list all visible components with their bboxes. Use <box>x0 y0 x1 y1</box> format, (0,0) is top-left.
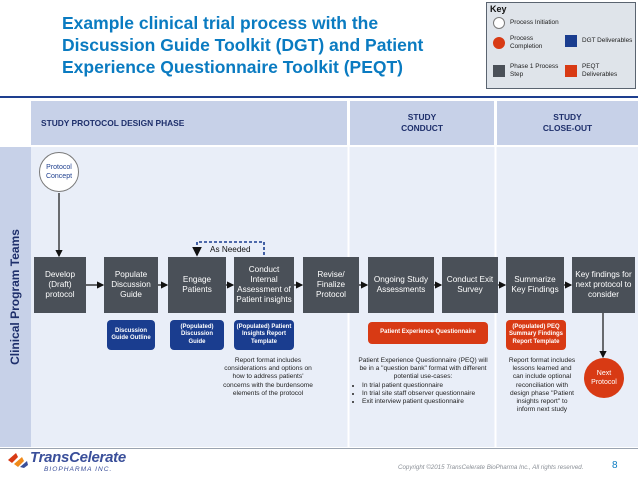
list-item: In trial site staff observer questionnai… <box>362 390 492 398</box>
legend-item-dgt: DGT Deliverables <box>565 35 635 47</box>
logo: TransCelerate BIOPHARMA INC. <box>6 449 136 475</box>
page-title: Example clinical trial process with the … <box>62 13 424 77</box>
logo-mark-icon <box>8 453 28 468</box>
dark-square-icon <box>493 65 505 77</box>
dgt-deliverable-outline: Discussion Guide Outline <box>107 320 155 350</box>
legend-item-completion: Process Completion <box>493 35 563 51</box>
phase-design-bar: STUDY PROTOCOL DESIGN PHASE <box>31 101 347 145</box>
legend-label: Process Completion <box>510 35 543 50</box>
step-summarize-findings: Summarize Key Findings <box>506 257 564 313</box>
legend-item-peqt: PEQT Deliverables <box>565 63 635 79</box>
peqt-deliverable-summary-template: (Populated) PEQ Summary Findings Report … <box>506 320 566 350</box>
phase-conduct-label: STUDY CONDUCT <box>401 112 443 133</box>
list-item: In trial patient questionnaire <box>362 382 492 390</box>
peq-note-intro: Patient Experience Questionnaire (PEQ) w… <box>358 357 488 381</box>
divider <box>0 96 638 98</box>
phase-closeout-label: STUDY CLOSE-OUT <box>542 112 593 133</box>
phase-conduct-bar: STUDY CONDUCT <box>350 101 494 145</box>
legend: Key Process Initiation Process Completio… <box>486 2 636 89</box>
step-key-findings: Key findings for next protocol to consid… <box>572 257 635 313</box>
peq-use-cases: In trial patient questionnaire In trial … <box>354 382 492 407</box>
red-circle-icon <box>493 37 505 49</box>
step-internal-assessment: Conduct Internal Assessment of Patient i… <box>234 257 294 313</box>
step-engage-patients: Engage Patients <box>168 257 226 313</box>
dgt-deliverable-guide: (Populated) Discussion Guide <box>170 320 224 350</box>
legend-label: PEQT Deliverables <box>582 63 618 78</box>
lane-label-bar <box>0 147 31 447</box>
peq-note: Patient Experience Questionnaire (PEQ) w… <box>354 357 492 406</box>
list-item: Exit interview patient questionnaire <box>362 398 492 406</box>
legend-label: Phase 1 Process Step <box>510 63 559 78</box>
phase-design-label: STUDY PROTOCOL DESIGN PHASE <box>41 117 185 128</box>
step-populate-guide: Populate Discussion Guide <box>104 257 158 313</box>
legend-title: Key <box>490 4 507 14</box>
dgt-deliverable-report-template: (Populated) Patient Insights Report Temp… <box>234 320 294 350</box>
legend-label: Process Initiation <box>510 19 559 26</box>
circle-icon <box>493 17 505 29</box>
as-needed-label: As Needed <box>210 245 251 254</box>
blue-square-icon <box>565 35 577 47</box>
logo-name: TransCelerate <box>30 449 126 466</box>
legend-item-initiation: Process Initiation <box>493 17 563 29</box>
step-ongoing-assessments: Ongoing Study Assessments <box>368 257 434 313</box>
legend-label: DGT Deliverables <box>582 37 633 44</box>
step-finalize-protocol: Revise/ Finalize Protocol <box>303 257 359 313</box>
report-note: Report format includes considerations an… <box>223 357 313 397</box>
page-number: 8 <box>612 460 618 471</box>
footer-divider <box>0 448 638 449</box>
end-node: Next Protocol <box>584 358 624 398</box>
start-node: Protocol Concept <box>39 152 79 192</box>
peqt-deliverable-questionnaire: Patient Experience Questionnaire <box>368 322 488 344</box>
step-exit-survey: Conduct Exit Survey <box>442 257 498 313</box>
red-square-icon <box>565 65 577 77</box>
phase-closeout-bar: STUDY CLOSE-OUT <box>497 101 638 145</box>
as-needed-loop <box>192 241 265 257</box>
step-develop-protocol: Develop (Draft) protocol <box>34 257 86 313</box>
logo-subtitle: BIOPHARMA INC. <box>44 466 113 473</box>
copyright: Copyright ©2015 TransCelerate BioPharma … <box>398 464 584 471</box>
legend-item-phase1: Phase 1 Process Step <box>493 63 563 79</box>
closeout-note: Report format includes lessons learned a… <box>508 357 576 414</box>
